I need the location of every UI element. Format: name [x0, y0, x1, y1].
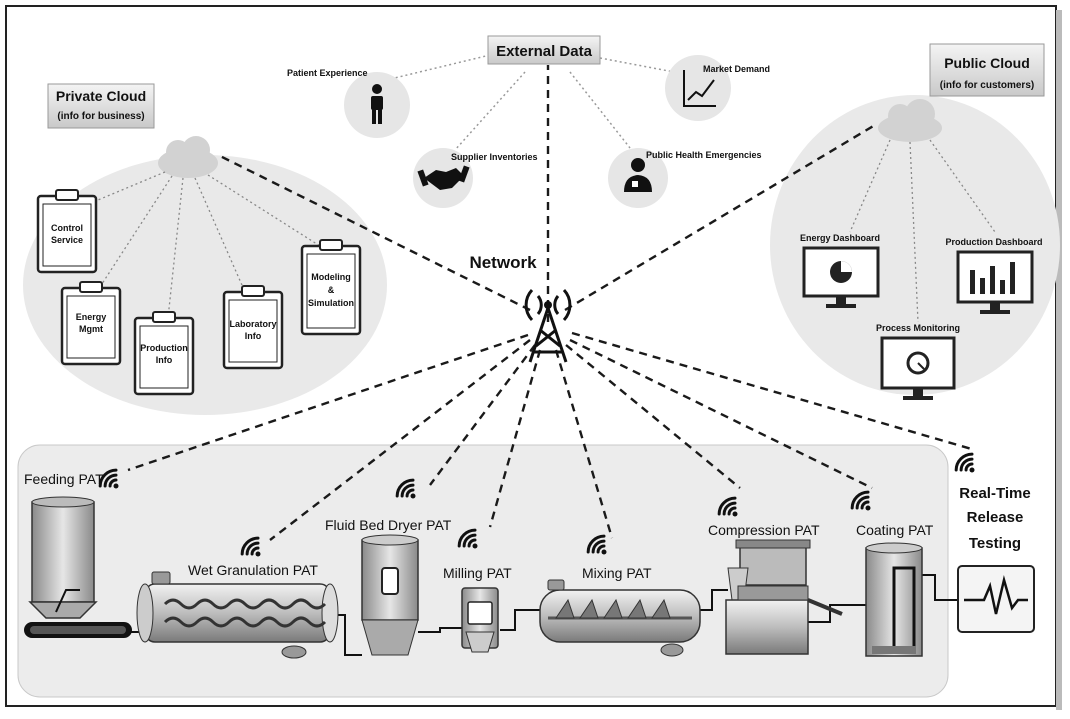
coating-pat-label: Coating PAT — [856, 522, 934, 538]
clipboard-label-line1: Laboratory — [229, 319, 276, 329]
clipboard-control-service: Control Service — [36, 189, 98, 274]
bar-chart-icon — [970, 262, 1015, 294]
rtrt-label-line2: Release — [967, 509, 1024, 526]
clipboard-modeling-simulation: Modeling & Simulation — [300, 239, 362, 336]
link-private — [217, 153, 531, 312]
wifi-icon-coating — [850, 490, 871, 511]
wifi-icons — [98, 452, 975, 557]
clipboard-label-line1: Modeling — [311, 272, 351, 282]
clipboard-label-line3: Simulation — [308, 298, 354, 308]
wifi-icon-wet-granulation — [240, 536, 261, 557]
external-data-box: External Data — [487, 35, 601, 65]
public-cloud-title: Public Cloud — [944, 55, 1030, 71]
wifi-icon-fluid-bed — [395, 478, 416, 499]
clipboard-laboratory-info: Laboratory Info — [222, 285, 284, 370]
link-compression — [565, 344, 741, 489]
feeder-machine — [24, 496, 132, 638]
fluid-bed-dryer-machine — [361, 534, 419, 656]
link-fluid-bed — [429, 344, 536, 486]
clipboard-label-line2: Mgmt — [79, 324, 103, 334]
patient-experience-label: Patient Experience — [287, 68, 368, 78]
pie-chart-icon — [830, 261, 852, 283]
network-label: Network — [469, 253, 537, 272]
compression-pat-label: Compression PAT — [708, 522, 820, 538]
wifi-icon-rtrt — [954, 452, 975, 473]
public-cloud-links — [849, 139, 996, 323]
doctor-icon — [624, 158, 652, 192]
milling-pat-label: Milling PAT — [443, 565, 512, 581]
supplier-inventories-label: Supplier Inventories — [451, 152, 538, 162]
process-monitoring-label: Process Monitoring — [876, 323, 960, 333]
clipboard-production-info: Production Info — [133, 311, 195, 396]
market-demand-label: Market Demand — [703, 64, 770, 74]
rtrt-monitor — [957, 565, 1035, 633]
public-health-label: Public Health Emergencies — [646, 150, 762, 160]
rtrt-label-line3: Testing — [969, 535, 1021, 552]
public-cloud-region — [770, 95, 1060, 395]
frame-shadow — [1056, 10, 1062, 710]
milling-machine — [461, 587, 499, 653]
handshake-icon — [417, 165, 470, 190]
supplier-inventories-group: Supplier Inventories — [413, 148, 538, 208]
compression-machine — [725, 539, 843, 655]
network-tower-icon — [524, 288, 572, 363]
clipboard-label-line2: Info — [156, 355, 173, 365]
public-cloud-title-box: Public Cloud (info for customers) — [929, 43, 1045, 97]
clipboard-label-line1: Energy — [76, 312, 107, 322]
wet-granulation-machine — [136, 571, 339, 659]
private-cloud-icon — [158, 136, 218, 178]
rtrt-label-line1: Real-Time — [959, 485, 1030, 502]
link-feeding — [127, 333, 529, 472]
wifi-icon-mixing — [586, 534, 607, 555]
link-public — [564, 123, 876, 312]
coating-machine — [865, 542, 923, 657]
link-wet-granulation — [269, 339, 531, 541]
public-health-group: Public Health Emergencies — [608, 148, 762, 208]
clipboard-label-line2: Info — [245, 331, 262, 341]
production-dashboard-label: Production Dashboard — [945, 237, 1042, 247]
link-coating — [569, 338, 873, 490]
wifi-icon-milling — [457, 528, 478, 549]
clipboard-label-line1: Control — [51, 223, 83, 233]
chart-trend-icon — [683, 70, 716, 107]
link-milling — [488, 349, 542, 528]
public-cloud-icon — [878, 99, 942, 142]
wifi-icon-feeding — [98, 468, 119, 489]
external-data-title: External Data — [496, 43, 593, 60]
gauge-icon — [906, 351, 930, 375]
production-dashboard-monitor: Production Dashboard — [945, 237, 1043, 314]
market-demand-group: Market Demand — [665, 55, 770, 121]
private-cloud-title: Private Cloud — [56, 88, 146, 104]
link-mixing — [554, 349, 614, 539]
clipboard-energy-mgmt: Energy Mgmt — [60, 281, 122, 366]
private-cloud-title-box: Private Cloud (info for business) — [47, 83, 155, 129]
fluid-bed-dryer-pat-label: Fluid Bed Dryer PAT — [325, 517, 452, 533]
public-cloud-subtitle: (info for customers) — [940, 80, 1034, 91]
energy-dashboard-monitor: Energy Dashboard — [800, 233, 880, 308]
network-links — [127, 65, 976, 541]
process-monitoring-monitor: Process Monitoring — [876, 323, 960, 400]
mixing-pat-label: Mixing PAT — [582, 565, 652, 581]
clipboard-label-line2: Service — [51, 235, 83, 245]
private-cloud-subtitle: (info for business) — [57, 111, 144, 122]
private-cloud-links — [97, 171, 321, 319]
person-icon — [371, 84, 383, 124]
clipboard-label-line2: & — [328, 285, 335, 295]
wet-granulation-pat-label: Wet Granulation PAT — [188, 562, 318, 578]
waveform-icon — [964, 575, 1028, 615]
mixing-machine — [539, 579, 701, 657]
wifi-icon-compression — [717, 496, 738, 517]
energy-dashboard-label: Energy Dashboard — [800, 233, 880, 243]
feeding-pat-label: Feeding PAT — [24, 471, 104, 487]
patient-experience-group: Patient Experience — [287, 68, 410, 138]
clipboard-label-line1: Production — [140, 343, 188, 353]
